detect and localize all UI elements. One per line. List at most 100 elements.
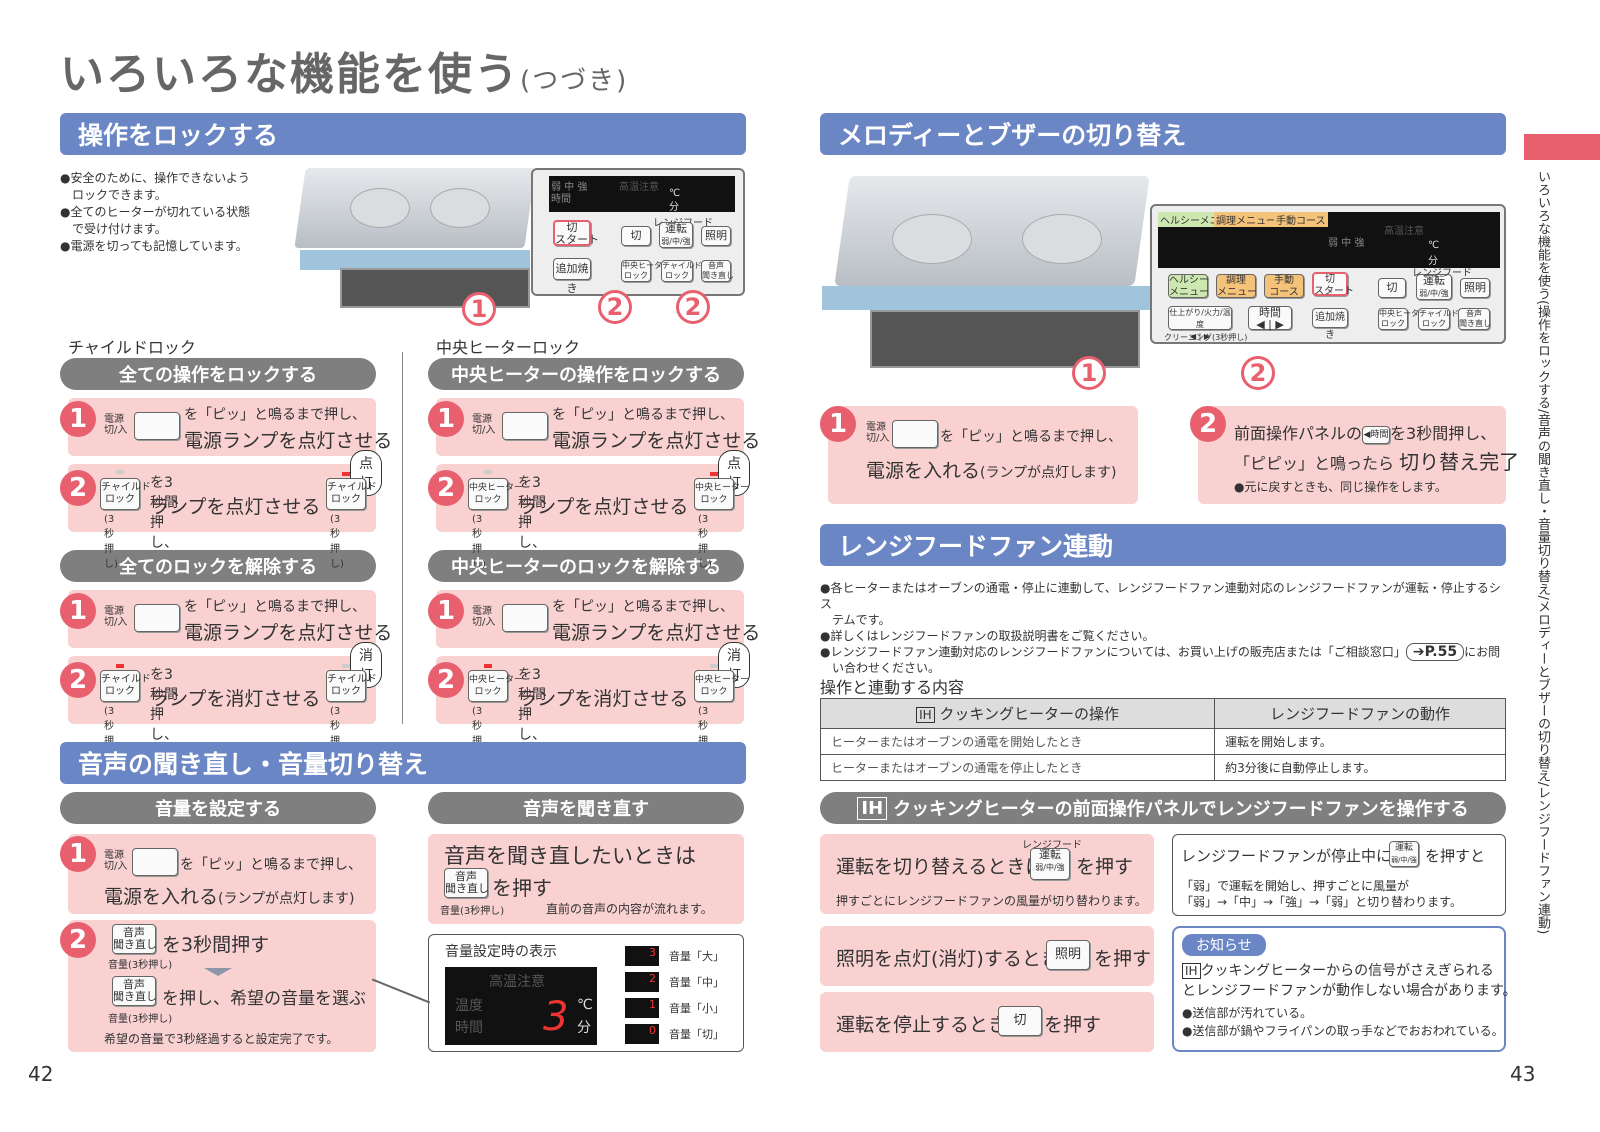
ops-key[interactable]: 仕上がり/火力/温度◀ | ▶ [1168,306,1232,341]
unten-key[interactable]: 運転弱/中/強 [659,222,693,248]
step-marker-2: 2 [1241,356,1275,390]
melody-step2: 2 前面操作パネルの◀時間を3秒間押し、 「ピピッ」と鳴ったら 切り替え完了 ●… [1190,406,1519,504]
section-fan-title: レンジフードファン連動 [820,524,1506,566]
replay-box: 音声を聞き直したいときは 音声 聞き直し 音量(3秒押し) を押す 直前の音声の… [428,834,744,924]
tsuika-key[interactable]: 追加焼き [1312,308,1348,341]
center-on-step1 [436,398,744,456]
unten-key[interactable]: 運転弱/中/強 [1416,274,1452,300]
center-lock-key[interactable]: 中央ヒーター ロック [468,478,523,510]
center-off-step1 [436,590,744,648]
kiri-key[interactable]: 切 [621,226,651,246]
cook-menu-key[interactable]: 調理 メニュー [1216,274,1257,298]
onsei-key[interactable]: 音声 聞き直し [444,868,489,898]
onsei-key-2[interactable]: 音声 聞き直し [112,976,157,1006]
chuo-lock-key[interactable]: 中央ヒーター ロック [1378,308,1427,330]
page-ref-link[interactable]: ➔P.55 [1405,643,1465,661]
step-marker-1: 1 [462,292,496,326]
child-lock-key[interactable]: チャイルド ロック [100,478,151,510]
fan-stop-box: 運転を停止するときは 切 を押す [820,992,1154,1052]
time-key[interactable]: 時間◀ | ▶ [1248,306,1292,331]
center-lock-key-after: 中央ヒーター ロック [694,670,749,702]
step-marker-2a: 2 [598,290,632,324]
child-lock-key-after: チャイルド ロック [326,670,377,702]
table-row: ヒーターまたはオーブンの通電を開始したとき運転を開始します。 [819,728,1506,755]
volume-display: 高温注意 温度 時間 3 ℃ 分 [445,967,597,1045]
power-key[interactable] [132,848,178,876]
bubble-light: 点灯 [718,450,750,496]
num-1: 1 [60,401,96,437]
shoumei-key[interactable]: 照明 [1460,278,1490,298]
kiri-start-key[interactable]: 切 スタート [553,220,599,246]
panel-zoom-right: ヘルシーメニュー 調理メニュー 手動コース 弱 中 強 高温注意 ℃ 分 ヘルシ… [1150,204,1506,344]
power-key[interactable] [502,412,548,440]
fan-note-box: レンジフードファンが停止中に 運転弱/中/強 を押すと 「弱」で運転を開始し、押… [1172,834,1506,916]
fan-table: IH クッキングヒーターの操作レンジフードファンの動作 ヒーターまたはオーブンの… [819,698,1506,781]
onsei-key[interactable]: 音声 聞き直し [701,260,734,282]
vol-step1: 1 電源 切/入 を「ピッ」と鳴るまで押し、 電源を入れる(ランプが点灯します) [60,834,376,914]
chuo-lock-key[interactable]: 中央ヒーター ロック [621,260,670,282]
shoumei-key[interactable]: 照明 [701,226,731,246]
page-title-sub: (つづき) [520,66,629,96]
onsei-key[interactable]: 音声 聞き直し [1458,308,1491,330]
tsuika-key[interactable]: 追加焼き [553,258,591,295]
burner-right [1022,214,1102,264]
num-1: 1 [428,593,464,629]
power-key[interactable] [892,420,938,448]
num-1: 1 [428,401,464,437]
melody-step1: 1 電源 切/入 を「ピッ」と鳴るまで押し、 電源を入れる(ランプが点灯します) [820,406,1138,504]
th-2: レンジフードファンの動作 [1214,698,1506,729]
num-1: 1 [60,593,96,629]
band-child-lock-on: 全ての操作をロックする [60,358,376,390]
band-center-lock-on: 中央ヒーターの操作をロックする [428,358,744,390]
num-1: 1 [820,406,856,442]
kiri-key[interactable]: 切 [998,1006,1042,1036]
burner-right [430,188,490,228]
counter [300,250,530,270]
cooktop-illustration-right [822,172,1152,392]
fan-light-box: 照明を点灯(消灯)するときは 照明 を押す [820,926,1154,986]
num-2: 2 [60,922,96,958]
num-2: 2 [60,662,96,698]
child-lock-key[interactable]: チャイルド ロック [100,670,151,702]
healthy-menu-key[interactable]: ヘルシー メニュー [1168,274,1209,298]
center-lock-key[interactable]: 中央ヒーター ロック [468,670,523,702]
child-off-step1 [68,590,376,648]
section-melody-title: メロディーとブザーの切り替え [820,113,1506,155]
th-1: IH クッキングヒーターの操作 [819,698,1216,729]
burner-left [350,188,410,228]
unten-key-small[interactable]: 運転弱/中/強 [1389,841,1419,867]
child-lock-key[interactable]: チャイルド ロック [661,260,702,282]
power-key[interactable] [502,604,548,632]
num-2: 2 [428,470,464,506]
shoumei-key[interactable]: 照明 [1046,940,1090,970]
melody-step2-line1: 前面操作パネルの◀時間を3秒間押し、 [1234,424,1497,444]
fan-switch-box: 運転を切り替えるときは レンジフード 運転弱/中/強 を押す 押すごとにレンジフ… [820,834,1154,914]
time-left-key[interactable]: ◀時間 [1362,425,1391,444]
kiri-start-key[interactable]: 切 スタート [1312,272,1354,297]
child-lock-heading: チャイルドロック [68,338,196,357]
side-text: いろいろな機能を使う(操作をロックする/音声の聞き直し・音量切り替え/メロディー… [1535,170,1550,935]
section-voice-title: 音声の聞き直し・音量切り替え [60,742,746,784]
burner-left [892,214,972,264]
onsei-key[interactable]: 音声 聞き直し [112,924,157,954]
manual-course-key[interactable]: 手動 コース [1264,274,1304,298]
child-on-step1 [68,398,376,456]
child-lock-key[interactable]: チャイルド ロック [1418,308,1459,330]
kiri-key[interactable]: 切 [1378,278,1406,298]
unten-key[interactable]: 運転弱/中/強 [1030,848,1070,880]
band-child-lock-off: 全てのロックを解除する [60,550,376,582]
power-key[interactable] [134,604,180,632]
num-2: 2 [428,662,464,698]
fan-bullets: ●各ヒーターまたはオーブンの通電・停止に連動して、レンジフードファン連動対応のレ… [820,581,1501,675]
cooktop-illustration [294,168,536,318]
side-tab [1524,134,1600,160]
power-key[interactable] [134,412,180,440]
cooktop-top [294,168,536,248]
